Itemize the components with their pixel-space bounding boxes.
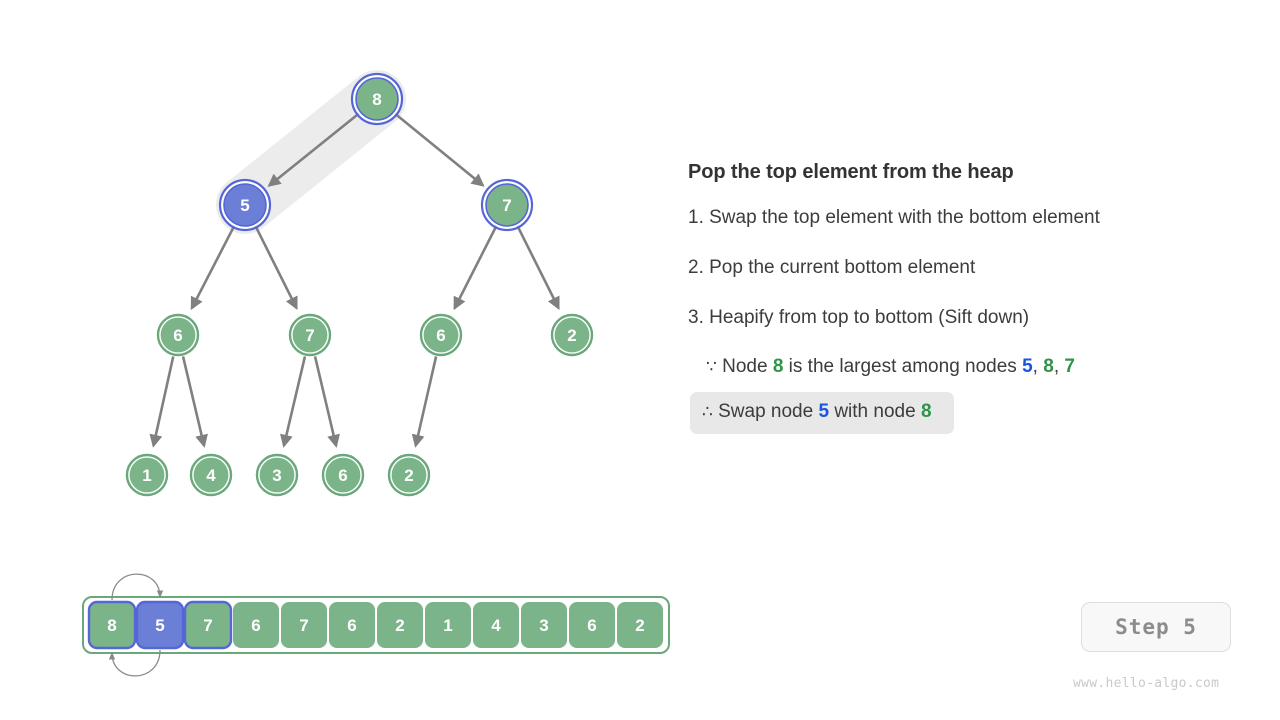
array-cell-value: 5 [155, 616, 164, 635]
array-cell-value: 6 [347, 616, 356, 635]
tree-node: 3 [255, 453, 299, 497]
tree-node: 6 [321, 453, 365, 497]
tree-node-value: 5 [240, 196, 249, 215]
array-cell: 8 [87, 600, 137, 650]
array-cell-value: 2 [395, 616, 404, 635]
array-cell-value: 7 [299, 616, 308, 635]
array-cell: 2 [377, 602, 423, 648]
array-cell: 7 [281, 602, 327, 648]
step-badge: Step 5 [1081, 602, 1231, 652]
array-cell: 6 [329, 602, 375, 648]
array-cell: 6 [233, 602, 279, 648]
page-title: Pop the top element from the heap [688, 161, 1014, 183]
tree-node: 8 [350, 72, 404, 126]
tree-edges [149, 112, 560, 448]
array-cell-value: 6 [587, 616, 596, 635]
heap-visualization: 8 5 7 6 7 6 2 1 4 3 6 2 8 5 7 6 7 6 2 1 4 3 6 2 [82, 70, 670, 677]
tree-node-value: 6 [173, 326, 182, 345]
array-cell: 2 [617, 602, 663, 648]
array-cell-value: 4 [491, 616, 501, 635]
tree-node: 6 [156, 313, 200, 357]
array-cell-value: 2 [635, 616, 644, 635]
tree-node-value: 7 [305, 326, 314, 345]
step-line-1: 1. Swap the top element with the bottom … [688, 207, 1100, 228]
tree-node-value: 6 [436, 326, 445, 345]
tree-nodes: 8 5 7 6 7 6 2 1 4 3 6 2 [125, 72, 594, 497]
array-cell-value: 8 [107, 616, 116, 635]
array-cell: 3 [521, 602, 567, 648]
swap-arrows [108, 573, 164, 677]
tree-node: 2 [550, 313, 594, 357]
tree-node-value: 8 [372, 90, 381, 109]
watermark: www.hello-algo.com [1073, 676, 1220, 691]
array-cell-value: 1 [443, 616, 452, 635]
tree-node-value: 4 [206, 466, 216, 485]
array-cell: 4 [473, 602, 519, 648]
step-line-3: 3. Heapify from top to bottom (Sift down… [688, 306, 1030, 328]
tree-node: 7 [480, 178, 534, 232]
explanation-panel: Pop the top element from the heap 1. Swa… [688, 160, 1248, 442]
step-line-2: 2. Pop the current bottom element [688, 256, 976, 278]
therefore-statement: ∴ Swap node 5 with node 8 [690, 391, 954, 434]
tree-node-value: 2 [404, 466, 413, 485]
tree-node-value: 7 [502, 196, 511, 215]
tree-node: 6 [419, 313, 463, 357]
tree-node-value: 3 [272, 466, 281, 485]
tree-node: 7 [288, 313, 332, 357]
array-cell-value: 6 [251, 616, 260, 635]
tree-node-value: 1 [142, 466, 151, 485]
tree-node-value: 6 [338, 466, 347, 485]
tree-node-value: 2 [567, 326, 576, 345]
array-cell: 6 [569, 602, 615, 648]
tree-node: 5 [218, 178, 272, 232]
tree-node: 4 [189, 453, 233, 497]
array-cell: 1 [425, 602, 471, 648]
array-cell: 5 [135, 600, 185, 650]
tree-node: 1 [125, 453, 169, 497]
array-cell-value: 3 [539, 616, 548, 635]
tree-node: 2 [387, 453, 431, 497]
heap-array: 8 5 7 6 7 6 2 1 4 3 6 2 [82, 596, 670, 654]
because-statement: ∵ Node 8 is the largest among nodes 5, 8… [706, 356, 1075, 378]
array-cell: 7 [183, 600, 233, 650]
array-cell-value: 7 [203, 616, 212, 635]
